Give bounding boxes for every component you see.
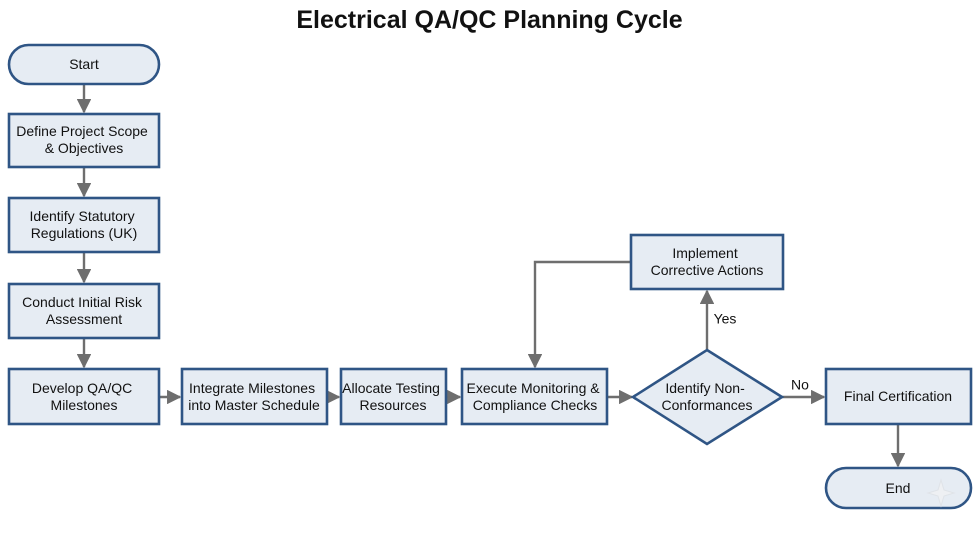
- node-identify-nonconformances-decision: Identify Non- Conformances: [630, 348, 785, 446]
- node-integrate-milestones-line-2: into Master Schedule: [188, 397, 320, 413]
- node-develop-milestones-line-1: Develop QA/QC: [32, 380, 132, 396]
- edge-label-no: No: [791, 377, 809, 393]
- node-final-certification-label: Final Certification: [844, 388, 952, 404]
- svg-text:Define Project Scope & O: Define Project Scope & Objectives: [16, 123, 151, 156]
- svg-text:Identify Non- Conformanc: Identify Non- Conformances: [661, 380, 752, 413]
- node-allocate-resources-line-1: Allocate Testing: [342, 380, 440, 396]
- node-risk-assessment-line-1: Conduct Initial Risk: [22, 294, 143, 310]
- node-define-scope-line-2: & Objectives: [45, 140, 124, 156]
- svg-text:Start: Start: [69, 56, 99, 72]
- svg-text:Identify Statutory Regul: Identify Statutory Regulations (UK): [30, 208, 139, 241]
- node-corrective-actions-line-1: Implement: [672, 245, 737, 261]
- node-execute-monitoring: Execute Monitoring & Compliance Checks: [460, 367, 609, 426]
- node-end: End: [824, 466, 973, 510]
- node-identify-regulations-line-1: Identify Statutory: [30, 208, 135, 224]
- svg-text:Develop QA/QC Milestones: Develop QA/QC Milestones: [32, 380, 136, 413]
- svg-text:Implement Corrective Act: Implement Corrective Actions: [651, 245, 764, 278]
- node-execute-monitoring-line-1: Execute Monitoring &: [467, 380, 601, 396]
- node-identify-regulations-line-2: Regulations (UK): [31, 225, 138, 241]
- node-allocate-resources-line-2: Resources: [360, 397, 427, 413]
- node-integrate-milestones-line-1: Integrate Milestones: [189, 380, 315, 396]
- node-identify-regulations: Identify Statutory Regulations (UK): [7, 196, 161, 254]
- node-start: Start: [7, 43, 161, 86]
- node-define-scope: Define Project Scope & Objectives: [7, 112, 161, 169]
- edge-corrective-execute: [527, 260, 631, 369]
- node-end-label: End: [886, 480, 911, 496]
- node-corrective-actions-line-2: Corrective Actions: [651, 262, 764, 278]
- node-define-scope-line-1: Define Project Scope: [16, 123, 148, 139]
- node-execute-monitoring-line-2: Compliance Checks: [473, 397, 598, 413]
- node-start-label: Start: [69, 56, 99, 72]
- svg-text:Integrate Milestones int: Integrate Milestones into Master Schedul…: [188, 380, 320, 413]
- node-final-certification: Final Certification: [824, 367, 973, 426]
- node-develop-milestones-line-2: Milestones: [51, 397, 118, 413]
- svg-text:End: End: [886, 480, 911, 496]
- node-identify-nonconformances-line-2: Conformances: [661, 397, 752, 413]
- node-corrective-actions: Implement Corrective Actions: [629, 233, 785, 291]
- node-develop-milestones: Develop QA/QC Milestones: [7, 367, 161, 426]
- node-allocate-resources: Allocate Testing Resources: [339, 367, 448, 426]
- svg-text:Final Certification: Final Certification: [844, 388, 952, 404]
- svg-text:Execute Monitoring & Com: Execute Monitoring & Compliance Checks: [467, 380, 604, 413]
- diagram-title: Electrical QA/QC Planning Cycle: [296, 6, 683, 34]
- node-identify-nonconformances-line-1: Identify Non-: [665, 380, 745, 396]
- svg-text:Conduct Initial Risk Ass: Conduct Initial Risk Assessment: [22, 294, 146, 327]
- sparkle-icon: [926, 478, 956, 508]
- connectors: [76, 84, 906, 468]
- node-risk-assessment-line-2: Assessment: [46, 311, 122, 327]
- edge-label-yes: Yes: [714, 311, 737, 327]
- svg-text:Allocate Testing Resourc: Allocate Testing Resources: [342, 380, 444, 413]
- node-risk-assessment: Conduct Initial Risk Assessment: [7, 282, 161, 340]
- node-integrate-milestones: Integrate Milestones into Master Schedul…: [180, 367, 329, 426]
